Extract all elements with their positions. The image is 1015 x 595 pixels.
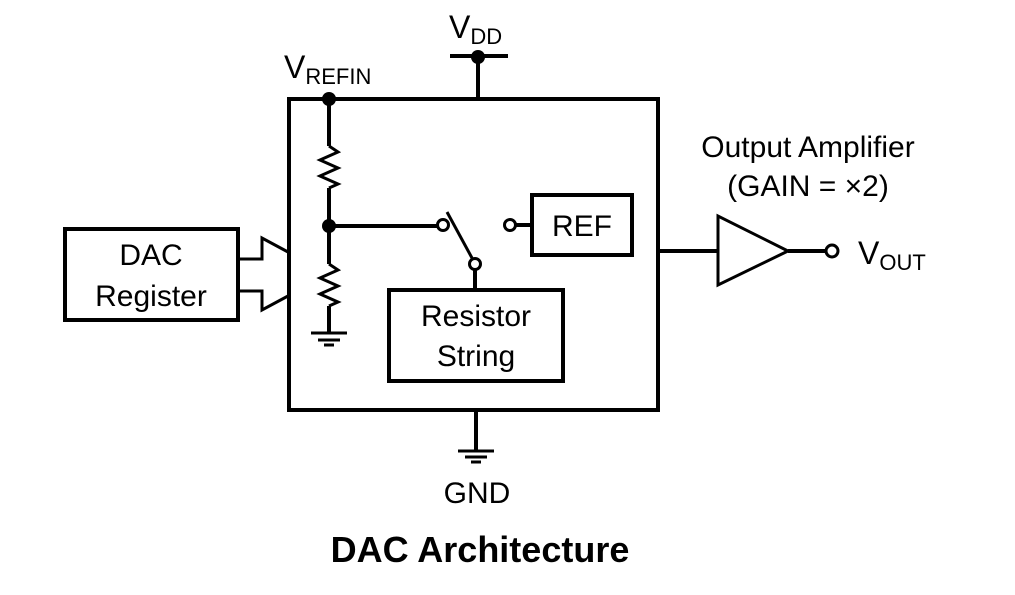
resistor-string-line2: String xyxy=(437,340,515,373)
resistor-string-line1: Resistor xyxy=(421,300,531,333)
ground-icon xyxy=(458,449,494,464)
terminal-circle-icon xyxy=(503,218,517,232)
dac-register-block: DAC Register xyxy=(63,227,240,322)
amplifier-gain: (GAIN = ×2) xyxy=(727,170,889,203)
dac-register-line1: DAC xyxy=(119,239,182,272)
amplifier-icon xyxy=(716,213,792,288)
diagram-title: DAC Architecture xyxy=(331,529,630,570)
vdd-label-sub: DD xyxy=(470,24,502,49)
resistor-icon xyxy=(316,144,342,190)
ref-label: REF xyxy=(552,210,612,243)
node-dot-icon xyxy=(471,50,485,64)
dac-register-outline xyxy=(63,227,240,322)
vdd-label: VDD xyxy=(449,9,502,49)
vdd-supply: VDD xyxy=(449,9,508,99)
vout-label-main: V xyxy=(858,235,880,271)
ground-icon xyxy=(311,331,347,347)
terminal-circle-icon xyxy=(824,243,840,259)
gnd-label: GND xyxy=(444,477,511,510)
dac-chip-outline xyxy=(287,97,660,412)
vrefin-input: VREFIN xyxy=(284,49,371,106)
vdd-label-main: V xyxy=(449,9,471,45)
resistor-string-block: Resistor String xyxy=(387,288,565,383)
vout-label: VOUT xyxy=(858,235,926,275)
vrefin-label-sub: REFIN xyxy=(305,64,371,89)
ref-block-outline xyxy=(530,193,634,257)
amplifier-title: Output Amplifier xyxy=(701,131,914,164)
vrefin-label: VREFIN xyxy=(284,49,371,89)
switch-icon xyxy=(436,211,532,290)
gnd-pin: GND xyxy=(444,410,511,510)
ref-block: REF xyxy=(530,193,634,257)
resistor-divider xyxy=(311,99,437,347)
vout-label-sub: OUT xyxy=(879,250,925,275)
resistor-string-outline xyxy=(387,288,565,383)
vrefin-label-main: V xyxy=(284,49,306,85)
output-amplifier: Output Amplifier (GAIN = ×2) VOUT xyxy=(658,131,926,288)
dac-register-line2: Register xyxy=(95,280,207,313)
resistor-icon xyxy=(316,262,342,308)
bus-arrow-icon xyxy=(238,235,289,313)
